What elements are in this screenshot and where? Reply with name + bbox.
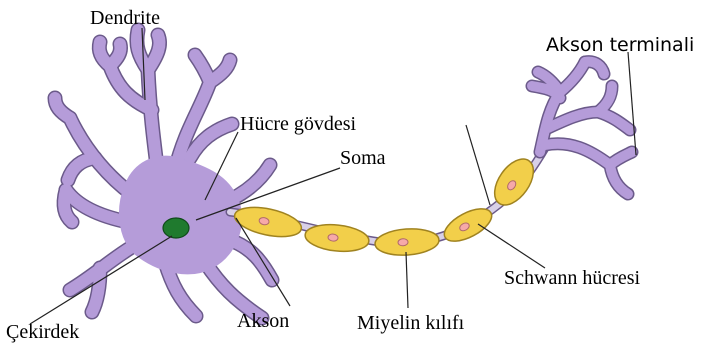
label-axon-terminal: Akson terminali	[546, 36, 694, 55]
axon-terminal-branches	[532, 62, 632, 194]
label-schwann-cell: Schwann hücresi	[504, 268, 640, 288]
label-dendrite: Dendrite	[90, 8, 160, 28]
terminal-branch	[598, 112, 630, 130]
leader-line	[628, 52, 636, 155]
label-soma: Soma	[340, 148, 386, 168]
cell-body-shape	[120, 156, 242, 274]
leader-line	[30, 236, 172, 324]
label-myelin-sheath: Miyelin kılıfı	[357, 313, 464, 333]
leader-line	[478, 224, 545, 268]
terminal-branch	[610, 165, 628, 194]
dendrite-branch	[230, 240, 272, 280]
nucleus-shape	[163, 218, 189, 238]
label-nucleus: Çekirdek	[6, 322, 79, 342]
label-cell-body: Hücre gövdesi	[240, 114, 356, 134]
leader-line	[406, 252, 408, 308]
label-axon: Akson	[237, 311, 289, 331]
schwann-nucleus	[398, 238, 408, 246]
leader-line	[466, 125, 490, 205]
terminal-branch	[545, 144, 610, 165]
